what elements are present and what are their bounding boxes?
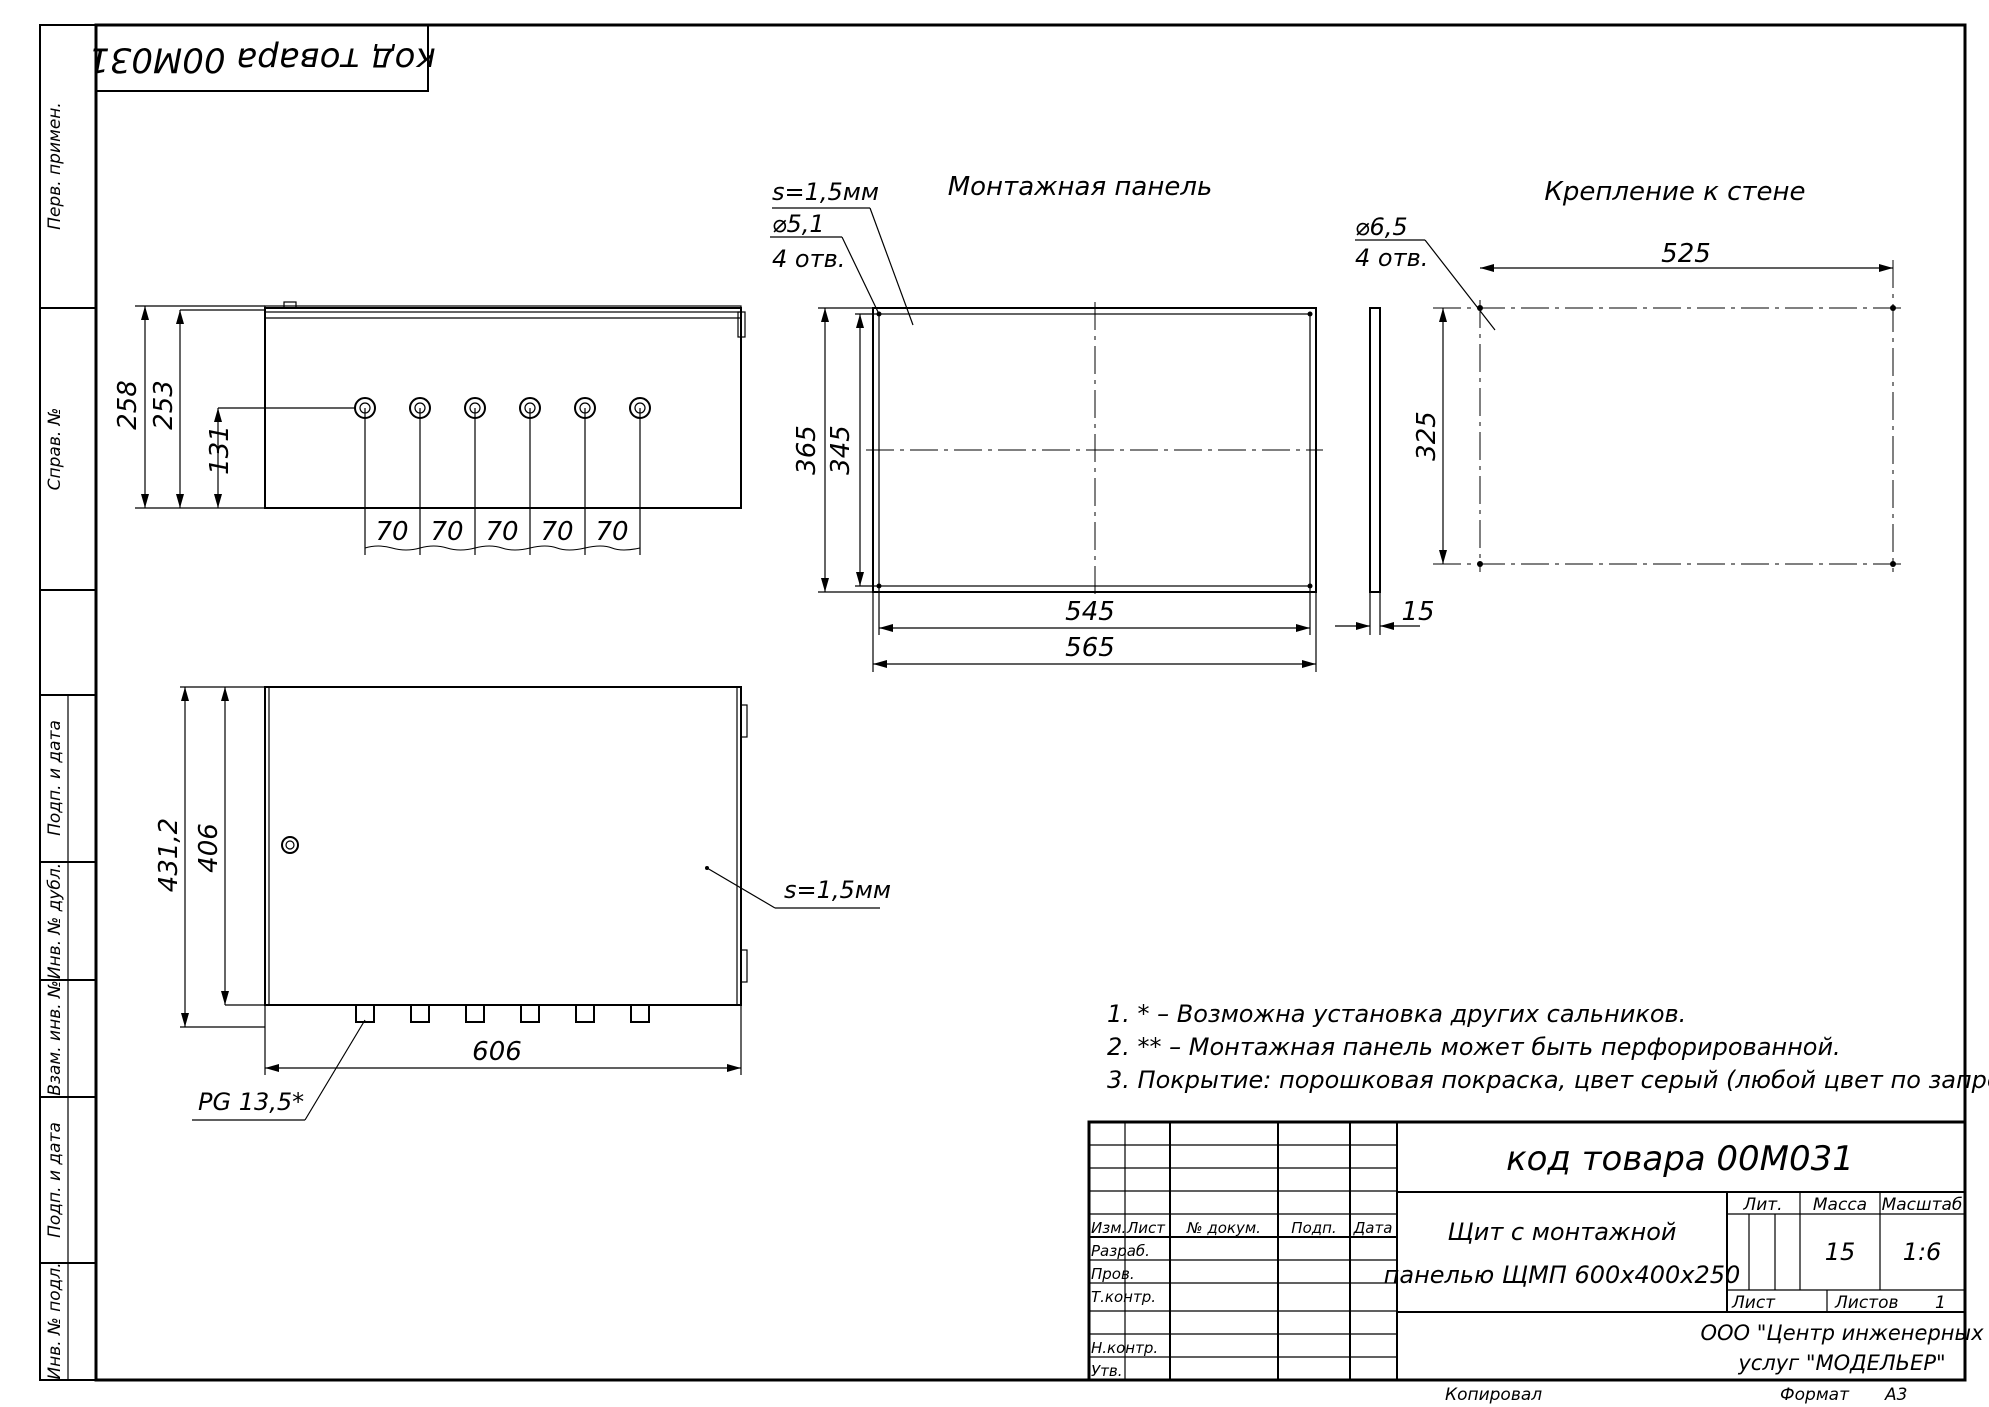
role-razrab: Разраб. xyxy=(1091,1242,1150,1260)
dim-pitch-5: 70 xyxy=(595,517,628,547)
side-label-podp2: Подп. и дата xyxy=(45,1122,65,1238)
role-utv: Утв. xyxy=(1091,1362,1123,1380)
dim-365: 365 xyxy=(792,425,822,475)
org-line-2: услуг "МОДЕЛЬЕР" xyxy=(1737,1351,1945,1375)
side-label-podp1: Подп. и дата xyxy=(45,720,65,836)
col-list: Лист xyxy=(1126,1219,1166,1237)
panel-hole-count: 4 отв. xyxy=(772,245,845,273)
col-dokum: № докум. xyxy=(1186,1219,1261,1237)
wall-title: Крепление к стене xyxy=(1544,177,1805,207)
dim-pitch-1: 70 xyxy=(375,517,408,547)
front-view-door: 431,2 406 606 s=1,5мм PG 13,5* xyxy=(154,686,891,1121)
dim-258: 258 xyxy=(113,380,143,430)
role-prov: Пров. xyxy=(1091,1265,1135,1283)
org-line-1: ООО "Центр инженерных xyxy=(1700,1321,1984,1345)
scale-value: 1:6 xyxy=(1903,1238,1942,1266)
notes: 1. * – Возможна установка других сальник… xyxy=(1107,1000,1989,1094)
stamp-code: код товара 00М031 xyxy=(1506,1139,1854,1179)
col-izm: Изм. xyxy=(1091,1219,1126,1237)
col-podp: Подп. xyxy=(1291,1219,1336,1237)
col-data: Дата xyxy=(1353,1219,1393,1237)
dim-15: 15 xyxy=(1401,597,1434,627)
copied-label: Копировал xyxy=(1445,1385,1542,1405)
dim-431: 431,2 xyxy=(154,818,184,892)
mass-value: 15 xyxy=(1825,1238,1856,1266)
sheets-value: 1 xyxy=(1935,1293,1946,1313)
dim-pitch-2: 70 xyxy=(430,517,463,547)
stamp-title-2: панелью ЩМП 600х400х250 xyxy=(1384,1261,1741,1289)
mass-header: Масса xyxy=(1813,1195,1867,1215)
side-label-inv-podl: Инв. № подл. xyxy=(45,1262,65,1379)
dim-406: 406 xyxy=(194,823,224,873)
wall-mount-view: Крепление к стене 525 325 ⌀6,5 4 отв. xyxy=(1355,177,1906,572)
dim-pitch-3: 70 xyxy=(485,517,518,547)
dim-253: 253 xyxy=(149,380,179,430)
gland-label: PG 13,5* xyxy=(198,1088,304,1116)
sheet-label: Лист xyxy=(1731,1293,1776,1313)
panel-thickness-label: s=1,5мм xyxy=(772,178,879,206)
rotated-code-text: код товара 00М031 xyxy=(88,40,436,80)
role-tkontr: Т.контр. xyxy=(1091,1288,1156,1306)
door-lock-icon xyxy=(281,836,299,854)
panel-title: Монтажная панель xyxy=(948,172,1213,202)
gland-holes xyxy=(354,397,651,419)
scale-header: Масштаб xyxy=(1882,1195,1963,1215)
panel-hole-dia: ⌀5,1 xyxy=(772,210,825,238)
side-label-vzam: Взам. инв. № xyxy=(45,980,65,1095)
dim-525: 525 xyxy=(1661,239,1711,269)
side-label-inv-dubl: Инв. № дубл. xyxy=(45,863,65,979)
dim-606: 606 xyxy=(472,1037,522,1067)
rotated-code-box: код товара 00М031 xyxy=(88,24,436,92)
dim-pitch-4: 70 xyxy=(540,517,573,547)
top-view-housing: 258 253 131 70 70 70 70 70 xyxy=(113,301,746,555)
dim-565: 565 xyxy=(1065,633,1115,663)
dim-131: 131 xyxy=(205,425,235,475)
inner-frame xyxy=(94,23,1967,1382)
dim-325: 325 xyxy=(1412,411,1442,461)
dim-345: 345 xyxy=(826,425,856,475)
title-block: Изм. Лист № докум. Подп. Дата Разраб. Пр… xyxy=(1087,1120,1984,1405)
format-label: Формат xyxy=(1780,1385,1850,1405)
wall-hole-dia: ⌀6,5 xyxy=(1355,213,1408,241)
format-value: А3 xyxy=(1884,1385,1907,1405)
side-stamp: Перв. примен. Справ. № Подп. и дата Инв.… xyxy=(40,102,96,1380)
door-glands xyxy=(355,1004,650,1023)
stamp-title-1: Щит с монтажной xyxy=(1447,1218,1676,1246)
sheets-label: Листов xyxy=(1834,1293,1899,1313)
lit-header: Лит. xyxy=(1742,1195,1782,1215)
role-nkontr: Н.контр. xyxy=(1091,1339,1158,1357)
side-label-sprav: Справ. № xyxy=(45,408,65,491)
mounting-panel-view: Монтажная панель s=1,5мм ⌀5,1 4 отв. 365… xyxy=(770,172,1435,672)
note-2: 2. ** – Монтажная панель может быть перф… xyxy=(1107,1033,1841,1061)
wall-hole-count: 4 отв. xyxy=(1355,244,1428,272)
dim-545: 545 xyxy=(1065,597,1115,627)
door-thickness-label: s=1,5мм xyxy=(784,876,891,904)
note-3: 3. Покрытие: порошковая покраска, цвет с… xyxy=(1107,1066,1989,1094)
note-1: 1. * – Возможна установка других сальник… xyxy=(1107,1000,1686,1028)
side-label-perv: Перв. примен. xyxy=(45,102,65,230)
